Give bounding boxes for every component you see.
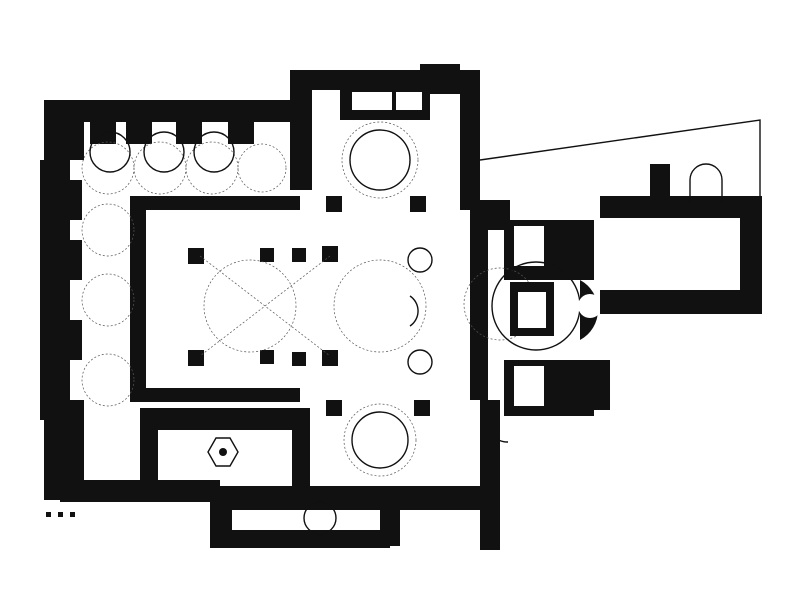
scale-marks [46,110,75,517]
south-block-walls [140,400,500,550]
east-annex [479,119,762,410]
north-block-walls [290,64,480,212]
west-aisle-vaults [81,131,287,407]
west-aisle-walls [40,100,300,502]
nave-piers [188,246,338,366]
nave-vaults [199,247,433,375]
